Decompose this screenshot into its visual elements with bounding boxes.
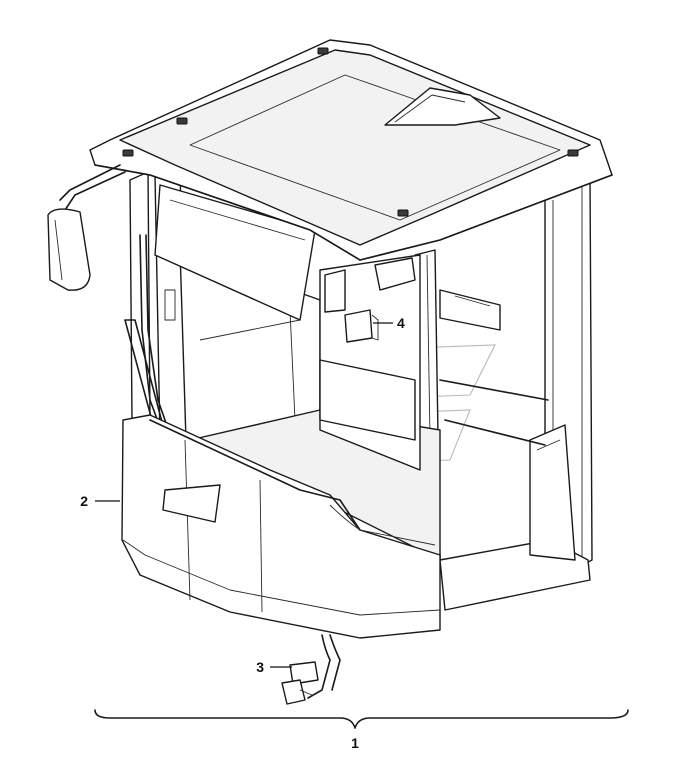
- electrical-box: [324, 257, 416, 343]
- cab-frame: [129, 167, 593, 611]
- callout-2: 2: [80, 493, 120, 509]
- bracket-1: [94, 709, 629, 729]
- callout-3: 3: [256, 659, 292, 675]
- callout-label-2: 2: [80, 493, 88, 509]
- callout-label-3: 3: [256, 659, 264, 675]
- wiring-harness: [281, 634, 341, 705]
- cab-roof: [89, 39, 613, 261]
- callout-label-1: 1: [351, 735, 359, 751]
- side-mirror: [47, 164, 126, 291]
- callout-4: 4: [373, 315, 405, 331]
- callout-label-4: 4: [397, 315, 405, 331]
- front-lower-panel: [121, 414, 441, 639]
- callout-1: 1: [351, 735, 359, 751]
